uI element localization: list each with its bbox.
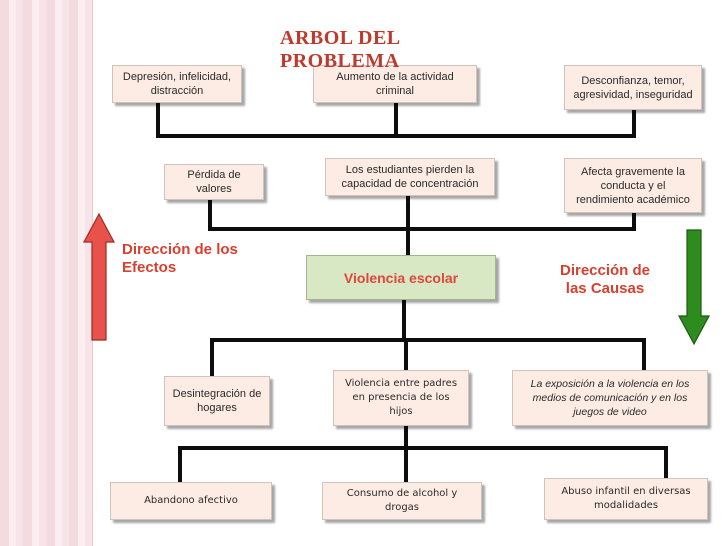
diagram-title: ARBOL DEL PROBLEMA — [280, 27, 400, 72]
causes-arrow-down-icon — [677, 229, 711, 346]
effects-arrow-up-icon — [82, 212, 116, 341]
effect-text: Aumento de la actividad criminal — [336, 71, 454, 97]
effect-box: Los estudiantes pierden la capacidad de … — [325, 158, 495, 196]
effect-box: Desconfianza, temor, agresividad, insegu… — [564, 65, 702, 110]
connector — [210, 338, 214, 376]
connector — [632, 213, 636, 230]
effect-box: Depresión, infelicidad, distracción — [112, 65, 242, 103]
central-problem-text: Violencia escolar — [343, 269, 459, 286]
cause-text: Consumo de alcohol y drogas — [346, 488, 458, 513]
connector — [406, 227, 410, 255]
connector — [404, 426, 408, 448]
cause-text: Abuso infantil en diversas modalidades — [561, 486, 691, 511]
connector — [208, 227, 636, 231]
connector — [406, 196, 410, 230]
connector — [156, 103, 160, 137]
connector — [404, 338, 408, 376]
connector — [632, 110, 636, 137]
connector — [402, 300, 406, 340]
cause-text: Desintegración de hogares — [172, 388, 262, 414]
effect-box: Pérdida de valores — [164, 164, 264, 200]
effect-text: Desconfianza, temor, agresividad, insegu… — [573, 74, 693, 101]
connector — [208, 200, 212, 230]
effect-text: Pérdida de valores — [187, 169, 241, 195]
connector — [664, 446, 668, 482]
central-problem-box: Violencia escolar — [306, 255, 496, 300]
cause-box: Consumo de alcohol y drogas — [322, 482, 482, 520]
decorative-stripes — [0, 0, 92, 546]
causes-direction-label: Dirección de las Causas — [559, 262, 651, 297]
cause-box: Abandono afectivo — [110, 482, 272, 520]
cause-box: Abuso infantil en diversas modalidades — [544, 478, 708, 520]
effect-box: Afecta gravemente la conducta y el rendi… — [564, 158, 702, 213]
cause-box: Desintegración de hogares — [164, 376, 270, 426]
connector — [394, 103, 398, 137]
connector — [642, 338, 646, 376]
cause-text: Abandono afectivo — [144, 495, 238, 506]
cause-text: La exposición a la violencia en los medi… — [530, 378, 690, 418]
effect-text: Depresión, infelicidad, distracción — [122, 71, 232, 97]
cause-text: Violencia entre padres en presencia de l… — [344, 378, 458, 417]
connector — [178, 446, 668, 450]
effect-text: Afecta gravemente la conducta y el rendi… — [576, 165, 690, 206]
connector — [178, 446, 182, 482]
effect-text: Los estudiantes pierden la capacidad de … — [341, 164, 479, 190]
cause-box: La exposición a la violencia en los medi… — [512, 370, 708, 426]
effects-direction-label: Dirección de los Efectos — [122, 241, 238, 276]
connector — [156, 134, 636, 138]
connector — [210, 338, 646, 342]
effect-box: Aumento de la actividad criminal — [313, 65, 477, 103]
cause-box: Violencia entre padres en presencia de l… — [333, 370, 469, 426]
connector — [404, 446, 408, 482]
